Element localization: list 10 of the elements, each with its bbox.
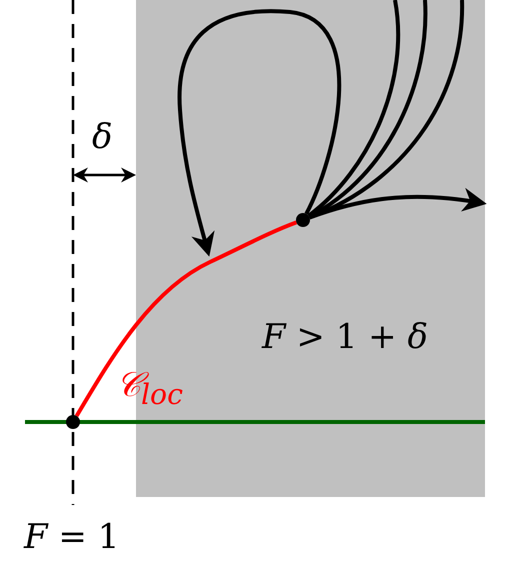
dot [296,213,310,227]
inequality-label: F > 1 + δ [262,320,428,354]
dot [66,415,80,429]
math-label: F = 1 [24,520,120,554]
arrow [178,9,341,257]
math-label: δ [92,120,112,154]
curve [74,220,298,418]
curve [307,0,400,218]
curve [308,0,464,220]
edge-label: 𝒞$_{loc}$ [116,368,183,410]
